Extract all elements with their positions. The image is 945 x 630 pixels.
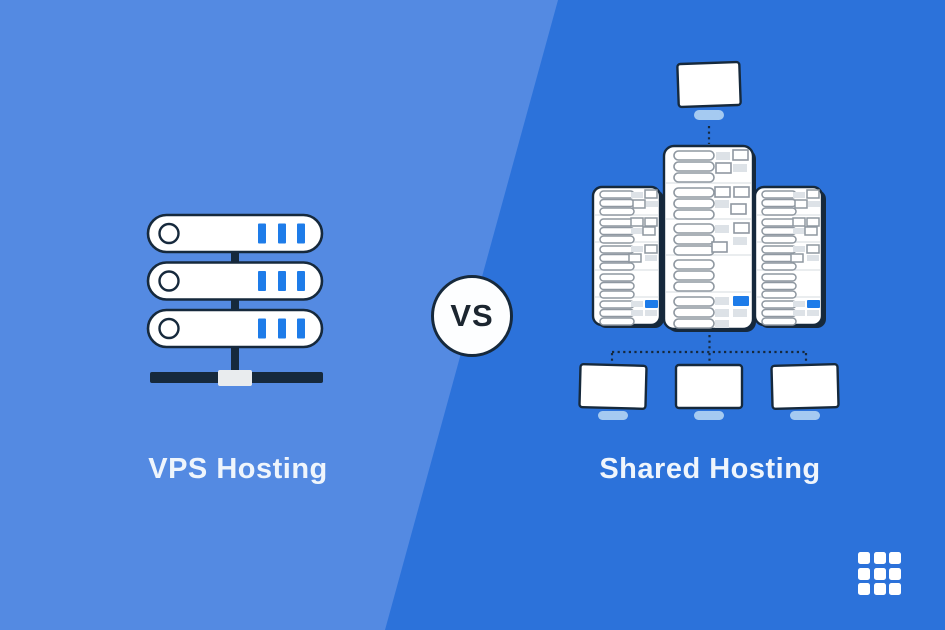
grid-logo-cell (889, 583, 901, 595)
server-stem (231, 233, 239, 377)
client-monitor-2 (674, 363, 744, 410)
server-rack-left (591, 185, 664, 328)
grid-logo-cell (858, 552, 870, 564)
server-led-bar (297, 318, 305, 339)
client-monitor-3 (770, 363, 840, 410)
server-unit-2 (146, 261, 324, 301)
grid-logo-cell (858, 567, 870, 580)
server-power-light (158, 222, 180, 245)
server-led-bar (278, 223, 286, 244)
grid-logo-icon (858, 552, 901, 595)
active-slot-indicator (807, 300, 820, 308)
active-slot-indicator (645, 300, 658, 308)
base-junction (218, 370, 252, 386)
monitor-stand (694, 411, 724, 420)
monitor-stand (598, 411, 628, 420)
grid-logo-cell (889, 567, 901, 580)
server-led-bar (258, 318, 266, 339)
monitor-stand (694, 110, 724, 120)
dotted-network-lines (610, 335, 808, 365)
grid-logo-cell (858, 583, 870, 595)
server-rack-right (753, 185, 826, 328)
grid-logo-cell (873, 552, 886, 564)
vps-hosting-label: VPS Hosting (148, 453, 328, 485)
server-unit-3 (146, 308, 324, 349)
vs-badge: VS (431, 275, 513, 357)
server-led-bar (297, 271, 305, 291)
server-led-bar (297, 223, 305, 244)
shared-hosting-diagram (578, 60, 840, 420)
server-rack-center (662, 144, 756, 332)
active-slot-indicator (733, 296, 749, 306)
grid-logo-cell (873, 567, 886, 580)
server-unit-1 (146, 213, 324, 254)
grid-logo-cell (873, 583, 886, 595)
server-led-bar (278, 271, 286, 291)
client-monitor-1 (578, 363, 648, 410)
shared-hosting-label: Shared Hosting (599, 453, 821, 485)
vs-label: VS (450, 298, 494, 333)
monitor-stand (790, 411, 820, 420)
server-power-light (158, 270, 180, 292)
server-led-bar (258, 223, 266, 244)
grid-logo-cell (889, 552, 901, 564)
server-power-light (158, 317, 180, 340)
server-led-bar (258, 271, 266, 291)
admin-monitor-icon (676, 60, 742, 109)
vps-server-stack-icon (146, 213, 324, 386)
server-led-bar (278, 318, 286, 339)
